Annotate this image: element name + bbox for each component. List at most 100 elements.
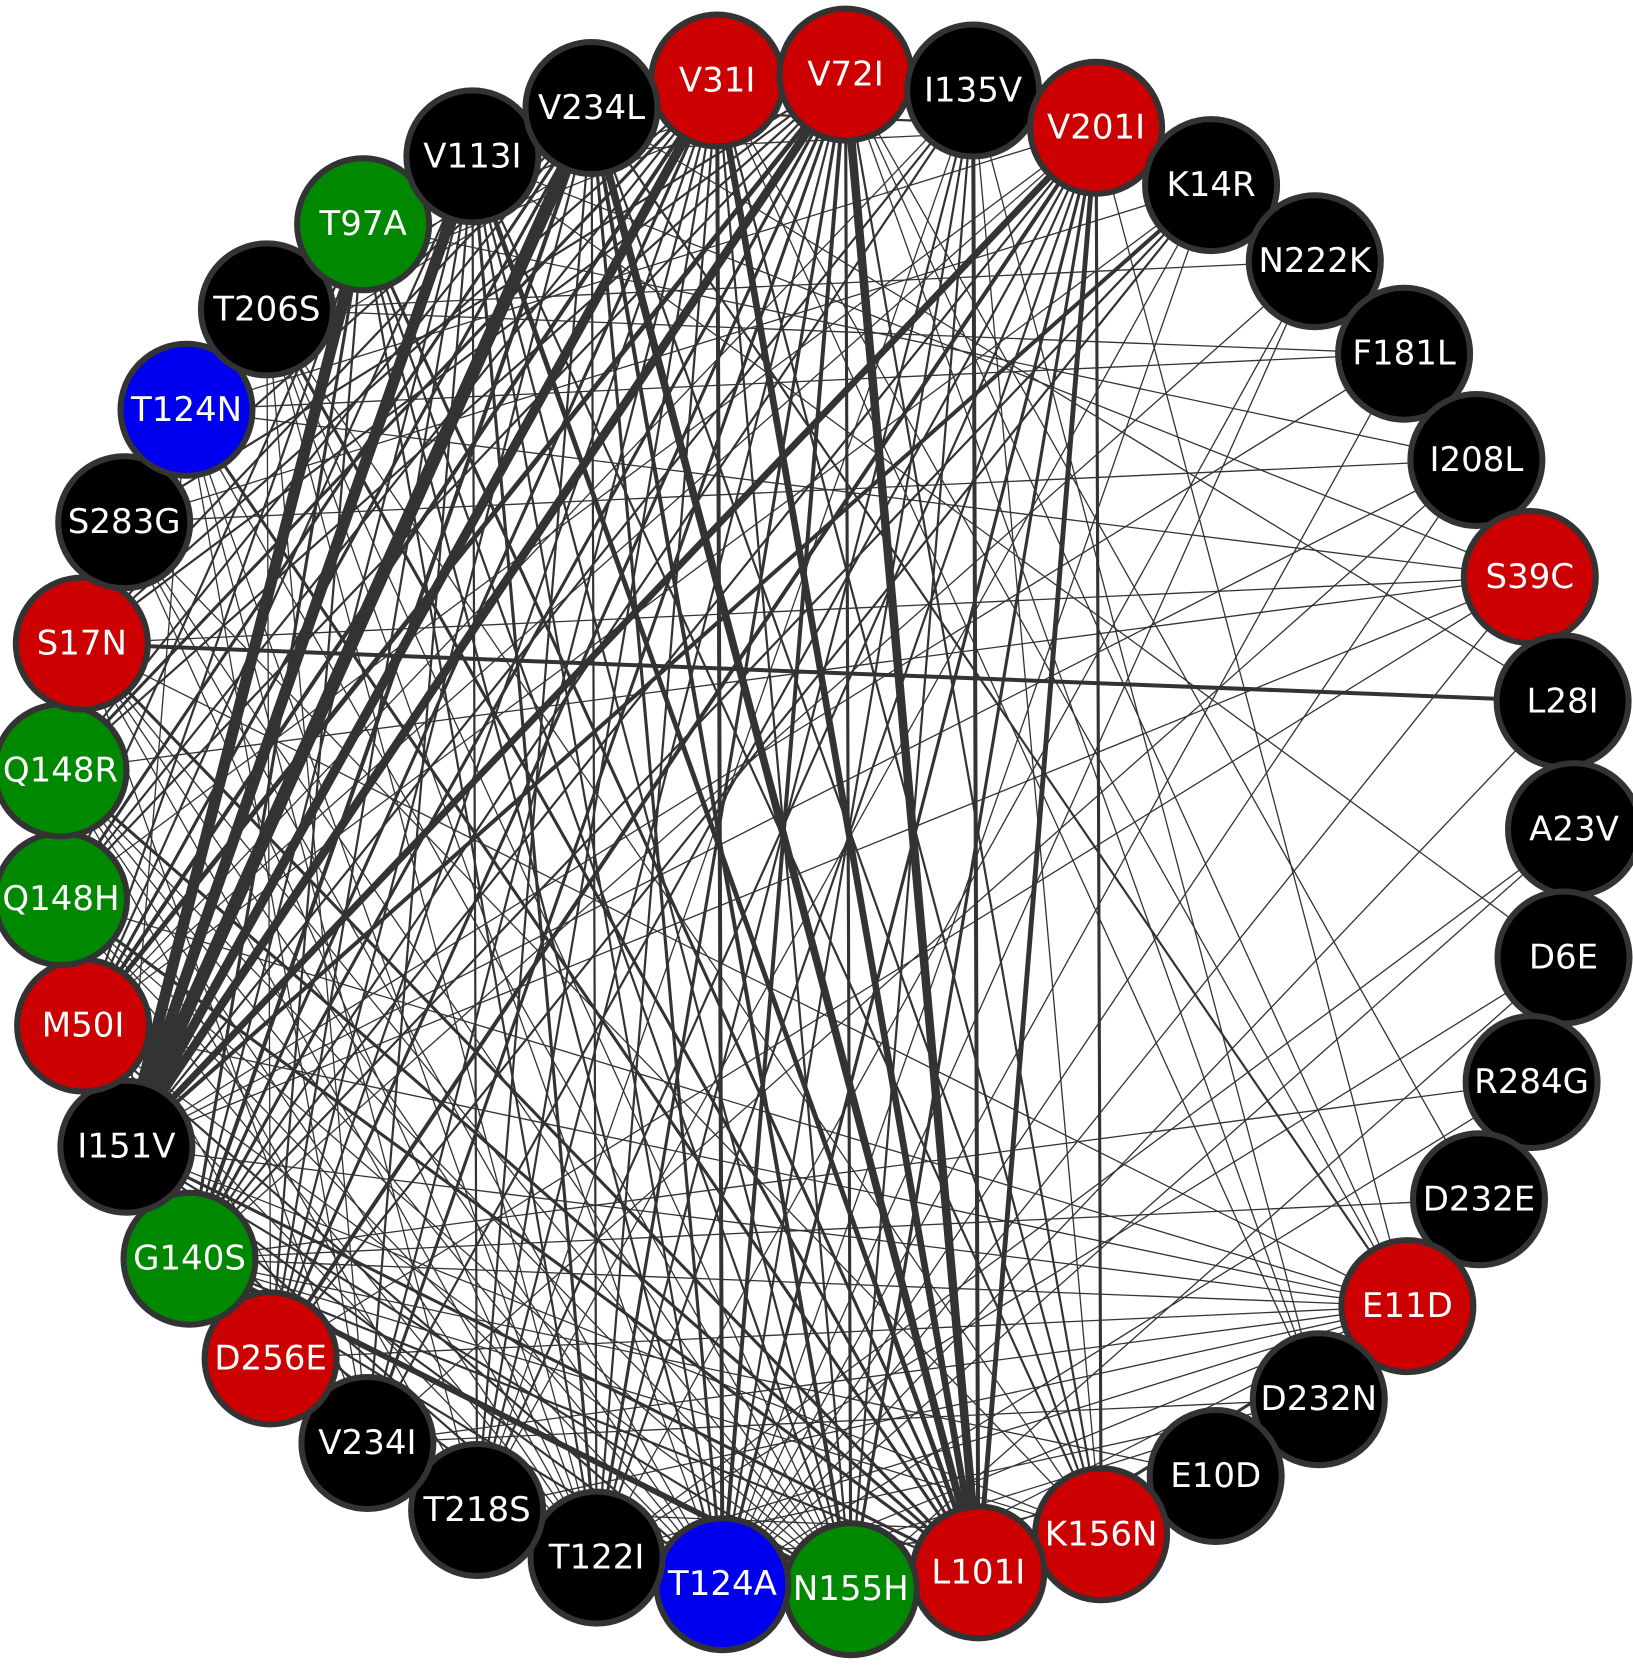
node-label: Q148H — [2, 879, 119, 919]
edge-s17n-v234i — [81, 643, 369, 1444]
edge-l101i-s17n — [80, 642, 980, 1574]
edge-v72i-k156n — [844, 74, 1103, 1535]
edge-v72i-l101i — [841, 74, 983, 1573]
node-circle — [522, 39, 661, 177]
node-label: E11D — [1362, 1286, 1453, 1326]
edge-t206s-n155h — [266, 309, 852, 1590]
edge-v72i-q148h — [60, 73, 847, 900]
edge-q148r-t122i — [59, 770, 598, 1558]
edge-d232n-v234i — [367, 1398, 1319, 1444]
node-label: S283G — [68, 502, 181, 542]
edge-v201i-m50i — [82, 127, 1097, 1027]
node-label: D232E — [1423, 1179, 1536, 1219]
edge-i135v-g140s — [188, 89, 975, 1260]
node-label: K156N — [1045, 1514, 1158, 1554]
edge-v201i-v234i — [366, 127, 1098, 1444]
edge-v113i-v234i — [366, 156, 474, 1444]
edge-i135v-m50i — [82, 90, 974, 1027]
edge-s283g-n155h — [123, 521, 852, 1590]
node-k14r: K14R — [1142, 116, 1281, 255]
node-label: T218S — [422, 1490, 530, 1530]
node-t218s: T218S — [408, 1441, 547, 1579]
edge-m50i-t124a — [82, 1024, 724, 1586]
node-t206s: T206S — [197, 240, 336, 379]
edge-s17n-n155h — [81, 643, 852, 1590]
edge-q148h-t124a — [60, 898, 723, 1585]
node-v72i: V72I — [776, 5, 915, 144]
node-v201i: V201I — [1027, 58, 1166, 197]
edge-v72i-q148r — [59, 73, 847, 772]
edge-e11d-d256e — [270, 1305, 1408, 1360]
node-label: T122I — [548, 1538, 645, 1578]
node-circle — [55, 453, 194, 592]
edge-k14r-s283g — [124, 184, 1212, 523]
edge-s39c-t124a — [721, 576, 1531, 1585]
edge-i208l-t97a — [362, 223, 1477, 461]
node-label: I208L — [1429, 440, 1523, 480]
edge-t206s-t124a — [266, 309, 724, 1585]
edge-q148r-n155h — [60, 769, 852, 1590]
edge-s283g-t124a — [123, 521, 723, 1585]
node-label: V234I — [318, 1423, 416, 1463]
edge-v72i-i151v — [122, 72, 850, 1150]
node-circle — [1335, 284, 1474, 423]
node-k156n: K156N — [1032, 1465, 1171, 1604]
node-label: D232N — [1261, 1379, 1378, 1419]
node-q148h: Q148H — [0, 830, 130, 968]
node-label: M50I — [42, 1006, 125, 1046]
edge-v31i-d232n — [716, 80, 1320, 1400]
edge-v72i-d232n — [844, 74, 1320, 1400]
node-label: G140S — [133, 1239, 246, 1279]
node-d256e: D256E — [201, 1289, 340, 1428]
node-v234i: V234I — [298, 1374, 437, 1512]
edge-f181l-t206s — [266, 308, 1405, 355]
edge-e10d-g140s — [189, 1258, 1216, 1477]
edge-v234l-m50i — [81, 107, 593, 1027]
node-v113i: V113I — [403, 87, 542, 226]
node-i208l: I208L — [1407, 391, 1546, 529]
node-label: L28I — [1526, 681, 1598, 721]
node-circle — [1407, 391, 1546, 529]
edge-e11d-g140s — [189, 1258, 1408, 1307]
edge-v113i-d256e — [269, 156, 474, 1359]
edge-i135v-i151v — [125, 89, 974, 1148]
node-label: T124A — [667, 1564, 777, 1604]
node-circle — [12, 574, 151, 713]
edge-v234l-q148h — [59, 107, 593, 900]
edge-t206s-v234i — [266, 309, 369, 1444]
edge-v72i-g140s — [188, 73, 847, 1260]
edge-v72i-s17n — [81, 73, 847, 645]
node-l101i: L101I — [909, 1503, 1048, 1642]
edge-f181l-t124n — [186, 353, 1405, 411]
node-label: V72I — [807, 55, 884, 95]
edge-k156n-t206s — [266, 309, 1102, 1535]
node-circle — [1462, 1013, 1601, 1151]
edge-t97a-t124a — [362, 223, 724, 1585]
node-r284g: R284G — [1462, 1013, 1601, 1151]
edge-v31i-g140s — [188, 79, 719, 1260]
edge-t124n-v234i — [185, 409, 369, 1444]
edge-t124n-t122i — [185, 409, 598, 1558]
node-e11d: E11D — [1338, 1237, 1477, 1376]
node-n222k: N222K — [1245, 192, 1384, 331]
edge-e11d-v72i — [844, 74, 1408, 1307]
edge-e11d-t218s — [476, 1305, 1408, 1511]
node-t122i: T122I — [527, 1488, 666, 1627]
node-label: D6E — [1529, 938, 1598, 978]
edge-k156n-i151v — [126, 1146, 1102, 1535]
edge-v31i-e11d — [716, 80, 1408, 1307]
edge-a23v-t124a — [721, 828, 1575, 1585]
node-circle — [1146, 1407, 1285, 1545]
node-f181l: F181L — [1335, 284, 1474, 423]
node-circle — [1245, 192, 1384, 331]
node-circle — [403, 87, 542, 226]
edge-l28i-t124a — [721, 700, 1564, 1585]
edge-d232e-v72i — [844, 74, 1480, 1200]
edge-v72i-t122i — [595, 74, 848, 1558]
node-i151v: I151V — [57, 1077, 196, 1216]
node-l28i: L28I — [1493, 632, 1632, 771]
node-circle — [1410, 1130, 1548, 1269]
node-d232e: D232E — [1410, 1130, 1548, 1269]
node-s17n: S17N — [12, 574, 151, 713]
